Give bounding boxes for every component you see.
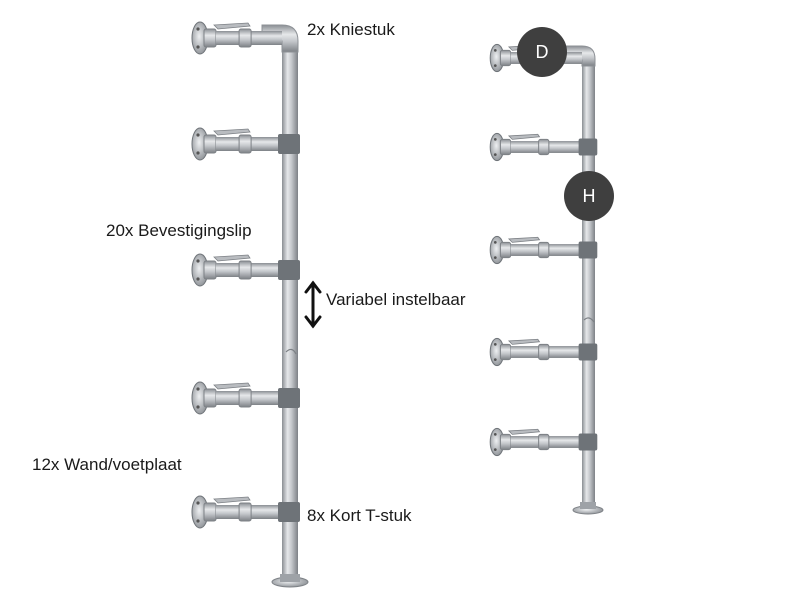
screw-hole <box>493 448 497 452</box>
shelf-arm <box>489 132 598 162</box>
bracket-lip <box>507 236 541 243</box>
bracket-lip <box>507 133 541 140</box>
badge-depth: D <box>517 27 567 77</box>
tee-fitting <box>578 138 598 156</box>
screw-hole <box>493 342 497 346</box>
coupling <box>538 241 550 259</box>
tee-fitting <box>578 241 598 259</box>
screw-hole <box>196 277 200 281</box>
label-elbow: 2x Kniestuk <box>307 20 395 39</box>
rack-right <box>489 43 604 515</box>
screw-hole <box>493 256 497 260</box>
plate-collar <box>499 343 512 361</box>
tee-fitting <box>278 134 300 154</box>
plate-collar <box>499 138 512 156</box>
label-bracket: 20x Bevestigingslip <box>106 221 252 240</box>
coupling <box>238 260 252 280</box>
plate-collar <box>203 388 217 408</box>
vertical-pipe <box>282 48 298 578</box>
screw-hole <box>196 151 200 155</box>
plate-collar <box>203 260 217 280</box>
plate-collar <box>203 134 217 154</box>
pipe-seam <box>285 348 297 355</box>
foot-plate-collar <box>280 574 300 582</box>
screw-hole <box>196 27 200 31</box>
shelf-arm <box>191 381 300 415</box>
screw-hole <box>493 48 497 52</box>
label-tee: 8x Kort T-stuk <box>307 506 412 525</box>
screw-hole <box>196 45 200 49</box>
plate-collar <box>499 433 512 451</box>
bracket-lip <box>213 382 251 390</box>
screw-hole <box>493 432 497 436</box>
screw-hole <box>196 405 200 409</box>
label-wall-plate: 12x Wand/voetplaat <box>32 455 182 474</box>
coupling <box>238 28 252 48</box>
coupling <box>538 138 550 156</box>
foot-plate-collar <box>580 502 596 509</box>
bracket-lip <box>213 496 251 504</box>
bracket-lip <box>213 128 251 136</box>
plate-collar <box>499 241 512 259</box>
shelf-arm <box>191 253 300 287</box>
coupling <box>238 388 252 408</box>
coupling <box>238 134 252 154</box>
label-variable: Variabel instelbaar <box>326 290 466 309</box>
screw-hole <box>493 64 497 68</box>
shelf-arm <box>191 127 300 161</box>
badge-height: H <box>564 171 614 221</box>
tee-fitting <box>578 433 598 451</box>
tee-fitting <box>278 388 300 408</box>
screw-hole <box>493 358 497 362</box>
bracket-lip <box>507 338 541 345</box>
shelf-arm <box>489 427 598 457</box>
screw-hole <box>493 137 497 141</box>
screw-hole <box>493 153 497 157</box>
rack-left <box>191 21 309 588</box>
plate-collar <box>203 502 217 522</box>
variable-arrow <box>304 280 322 329</box>
screw-hole <box>196 519 200 523</box>
shelf-arm <box>191 21 282 55</box>
plate-collar <box>203 28 217 48</box>
tee-fitting <box>278 502 300 522</box>
screw-hole <box>196 133 200 137</box>
plate-collar <box>499 49 512 67</box>
bracket-lip <box>507 428 541 435</box>
shelf-arm <box>489 337 598 367</box>
screw-hole <box>196 501 200 505</box>
screw-hole <box>493 240 497 244</box>
screw-hole <box>196 387 200 391</box>
shelf-arm <box>489 235 598 265</box>
tee-fitting <box>578 343 598 361</box>
coupling <box>238 502 252 522</box>
pipe-seam <box>583 317 595 323</box>
coupling <box>538 343 550 361</box>
tee-fitting <box>278 260 300 280</box>
coupling <box>538 433 550 451</box>
bracket-lip <box>213 254 251 262</box>
bracket-lip <box>213 22 251 30</box>
shelf-arm <box>191 495 300 529</box>
screw-hole <box>196 259 200 263</box>
